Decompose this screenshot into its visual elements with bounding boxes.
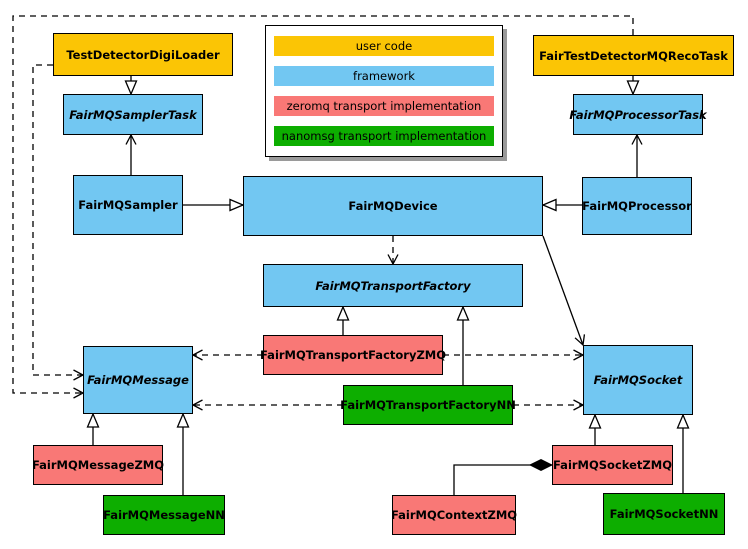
legend-label-user-code: user code xyxy=(355,39,413,53)
edge-dep-recotask-message xyxy=(12,15,634,399)
node-fairmqprocessor: FairMQProcessor xyxy=(582,177,692,235)
node-fairmqsampler: FairMQSampler xyxy=(73,175,183,235)
edge-dep-digiloader-message xyxy=(32,64,85,381)
node-fairmqtransportfactory: FairMQTransportFactory xyxy=(263,264,523,307)
edge-assoc-device-socket xyxy=(542,235,586,347)
legend-item-nanomsg: nanomsg transport implementation xyxy=(274,126,494,146)
node-fairmqprocessortask: FairMQProcessorTask xyxy=(569,94,707,135)
node-fairmqsocket: FairMQSocket xyxy=(583,345,693,415)
legend-item-framework: framework xyxy=(274,66,494,86)
legend-item-user-code: user code xyxy=(274,36,494,56)
node-fairmqsamplertask: FairMQSamplerTask xyxy=(63,94,203,135)
node-testdetectordigiloader: TestDetectorDigiLoader xyxy=(53,33,233,76)
node-fairmqtransportfactorynn: FairMQTransportFactoryNN xyxy=(340,385,516,425)
legend-label-zeromq: zeromq transport implementation xyxy=(286,99,482,113)
node-fairmqmessagenn: FairMQMessageNN xyxy=(103,495,225,535)
node-fairtestdetectormqrecotask: FairTestDetectorMQRecoTask xyxy=(533,35,734,76)
legend-box: user code framework zeromq transport imp… xyxy=(265,25,503,157)
node-fairmqsocketnn: FairMQSocketNN xyxy=(603,493,725,535)
node-fairmqsocketzmq: FairMQSocketZMQ xyxy=(552,445,673,485)
node-fairmqtransportfactoryzmq: FairMQTransportFactoryZMQ xyxy=(260,335,446,375)
legend-item-zeromq: zeromq transport implementation xyxy=(274,96,494,116)
node-fairmqmessagezmq: FairMQMessageZMQ xyxy=(32,445,164,485)
legend-label-framework: framework xyxy=(353,69,415,83)
legend-label-nanomsg: nanomsg transport implementation xyxy=(281,129,487,143)
node-fairmqmessage: FairMQMessage xyxy=(83,346,193,414)
node-fairmqcontextzmq: FairMQContextZMQ xyxy=(391,495,517,535)
edge-composition-contextzmq-socketzmq xyxy=(453,465,552,495)
node-fairmqdevice: FairMQDevice xyxy=(243,176,543,236)
